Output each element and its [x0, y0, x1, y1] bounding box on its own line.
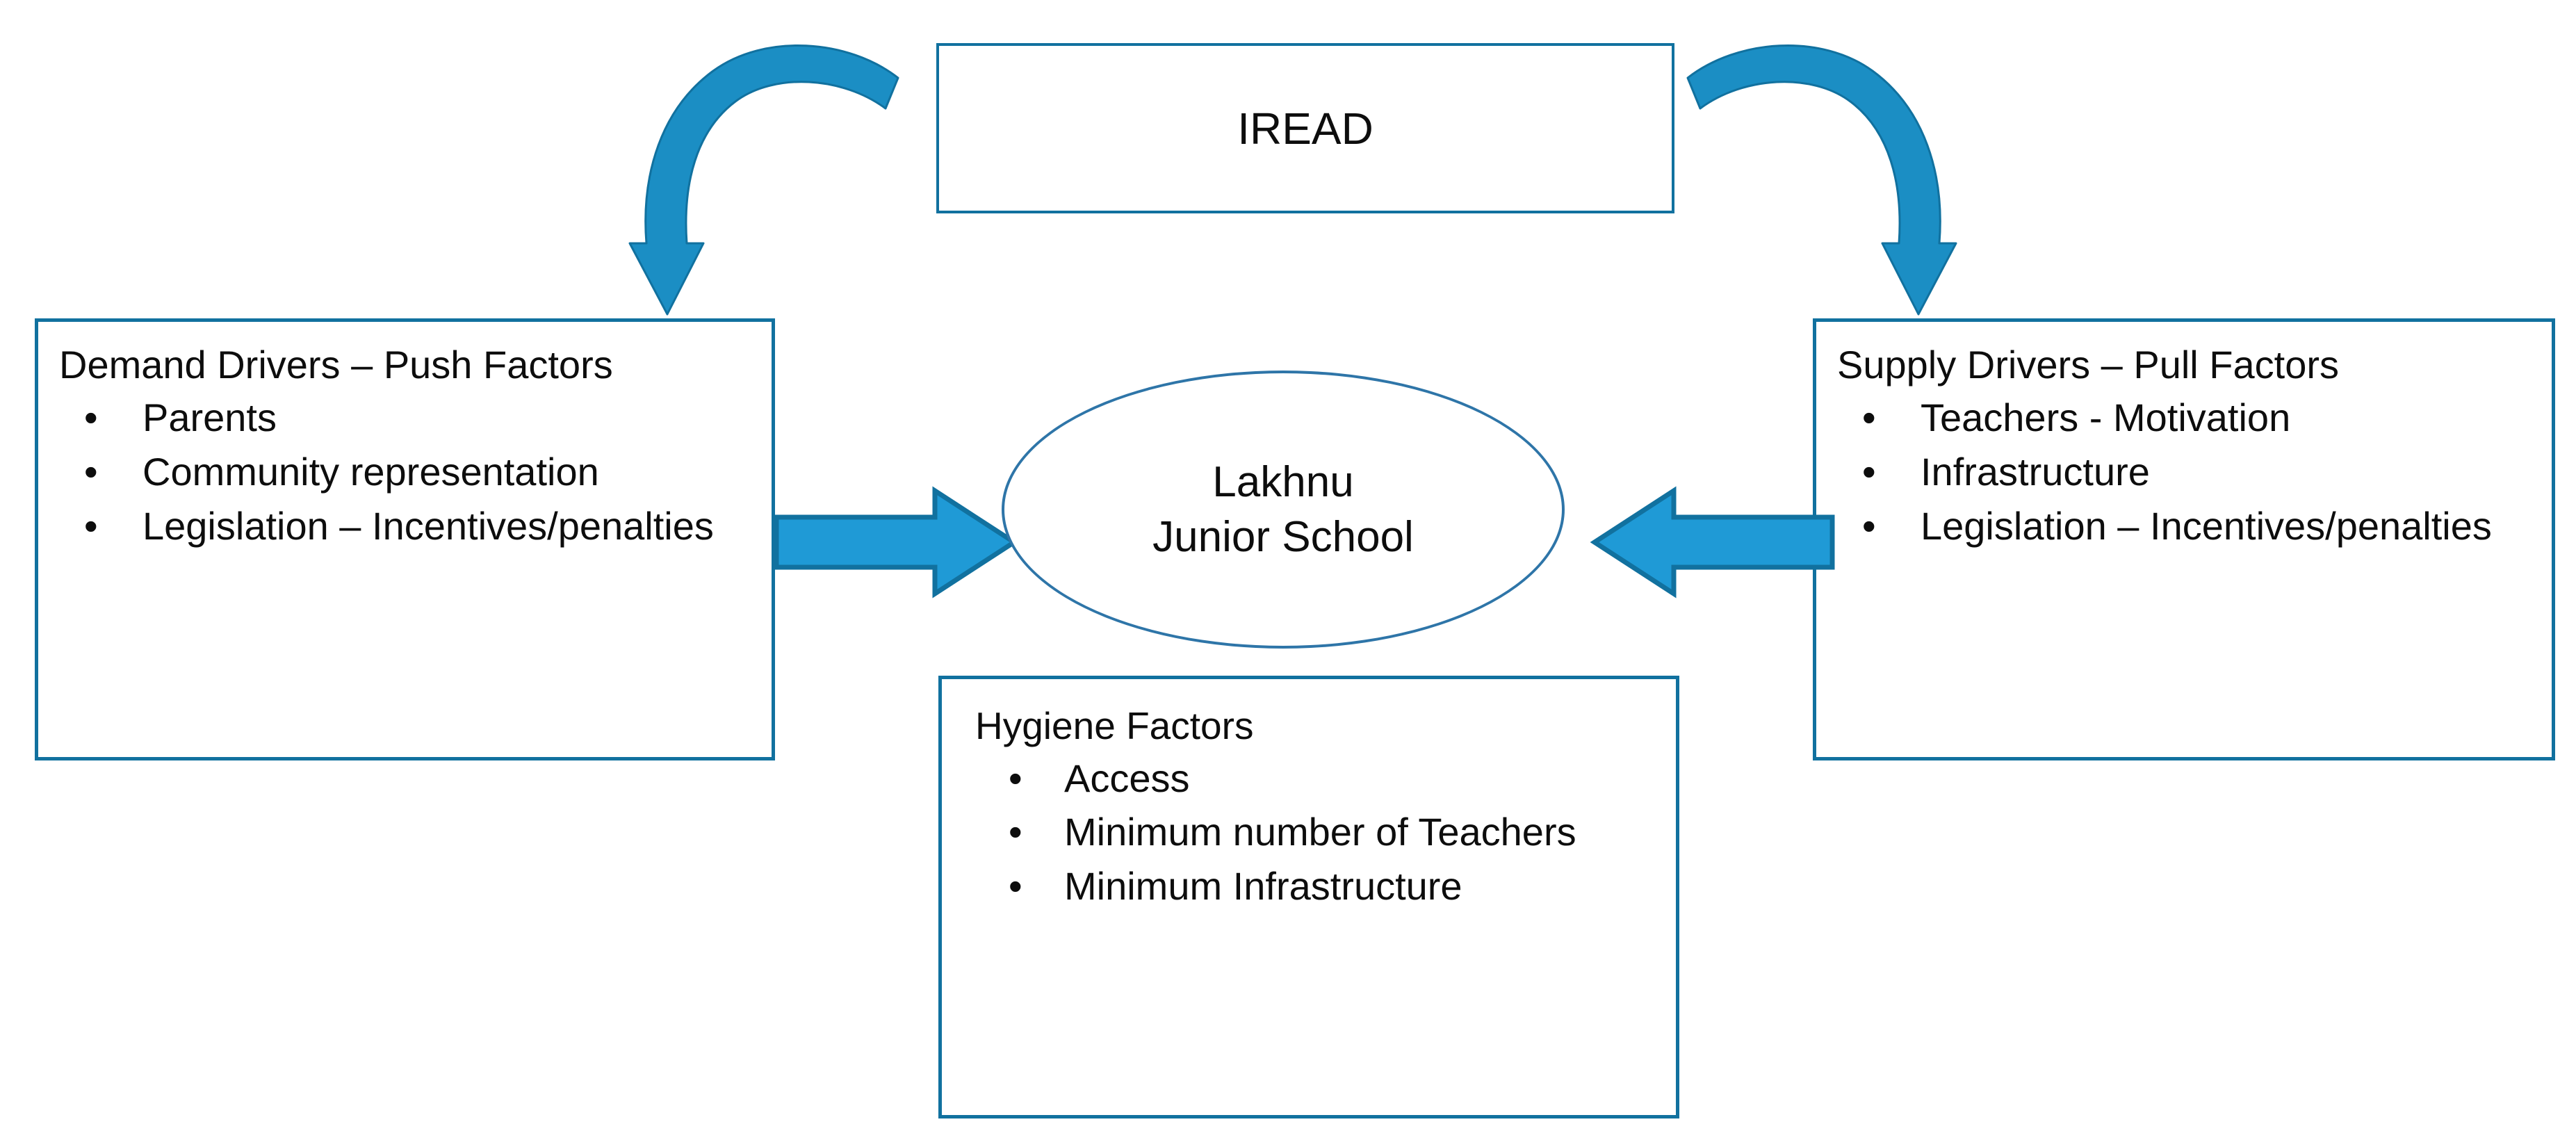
list-item-label: Teachers - Motivation — [1921, 395, 2291, 439]
school-name-line-2: Junior School — [1152, 513, 1414, 561]
bullet-icon: • — [1009, 756, 1022, 800]
list-item-label: Minimum number of Teachers — [1064, 810, 1576, 854]
demand-drivers-panel: Demand Drivers – Push Factors • Parents … — [35, 318, 775, 760]
hygiene-factors-panel: Hygiene Factors • Access • Minimum numbe… — [938, 676, 1679, 1118]
demand-drivers-list: • Parents • Community representation • L… — [59, 392, 751, 552]
iread-title-box: IREAD — [936, 43, 1674, 213]
demand-drivers-heading: Demand Drivers – Push Factors — [59, 343, 613, 387]
list-item: • Teachers - Motivation — [1837, 392, 2531, 444]
bullet-icon: • — [1009, 810, 1022, 854]
hygiene-factors-heading: Hygiene Factors — [975, 704, 1254, 747]
school-ellipse: Lakhnu Junior School — [1002, 371, 1565, 649]
list-item-label: Legislation – Incentives/penalties — [142, 503, 714, 548]
bullet-icon: • — [1862, 449, 1876, 494]
curved-arrow-down-right-icon — [1686, 44, 1957, 316]
list-item-label: Parents — [142, 395, 277, 439]
list-item: • Access — [975, 753, 1655, 804]
hygiene-factors-list: • Access • Minimum number of Teachers • … — [975, 753, 1655, 913]
list-item: • Legislation – Incentives/penalties — [59, 501, 751, 552]
school-name-line-1: Lakhnu — [1212, 457, 1354, 506]
list-item: • Minimum Infrastructure — [975, 861, 1655, 912]
arrow-right-icon — [774, 486, 1019, 599]
bullet-icon: • — [84, 449, 98, 494]
list-item: • Legislation – Incentives/penalties — [1837, 501, 2531, 552]
curved-arrow-down-left-icon — [628, 44, 899, 316]
list-item: • Parents — [59, 392, 751, 444]
supply-drivers-list: • Teachers - Motivation • Infrastructure… — [1837, 392, 2531, 552]
bullet-icon: • — [1862, 395, 1876, 439]
list-item-label: Legislation – Incentives/penalties — [1921, 503, 2492, 548]
list-item-label: Minimum Infrastructure — [1064, 864, 1462, 909]
list-item-label: Community representation — [142, 449, 599, 494]
bullet-icon: • — [84, 395, 98, 439]
list-item-label: Access — [1064, 756, 1190, 800]
supply-drivers-panel: Supply Drivers – Pull Factors • Teachers… — [1813, 318, 2555, 760]
supply-drivers-heading: Supply Drivers – Pull Factors — [1837, 343, 2340, 387]
list-item: • Minimum number of Teachers — [975, 806, 1655, 858]
arrow-left-icon — [1590, 486, 1835, 599]
list-item: • Infrastructure — [1837, 446, 2531, 498]
bullet-icon: • — [1009, 864, 1022, 909]
iread-label: IREAD — [1237, 103, 1373, 154]
bullet-icon: • — [1862, 503, 1876, 548]
bullet-icon: • — [84, 503, 98, 548]
list-item: • Community representation — [59, 446, 751, 498]
list-item-label: Infrastructure — [1921, 449, 2150, 494]
